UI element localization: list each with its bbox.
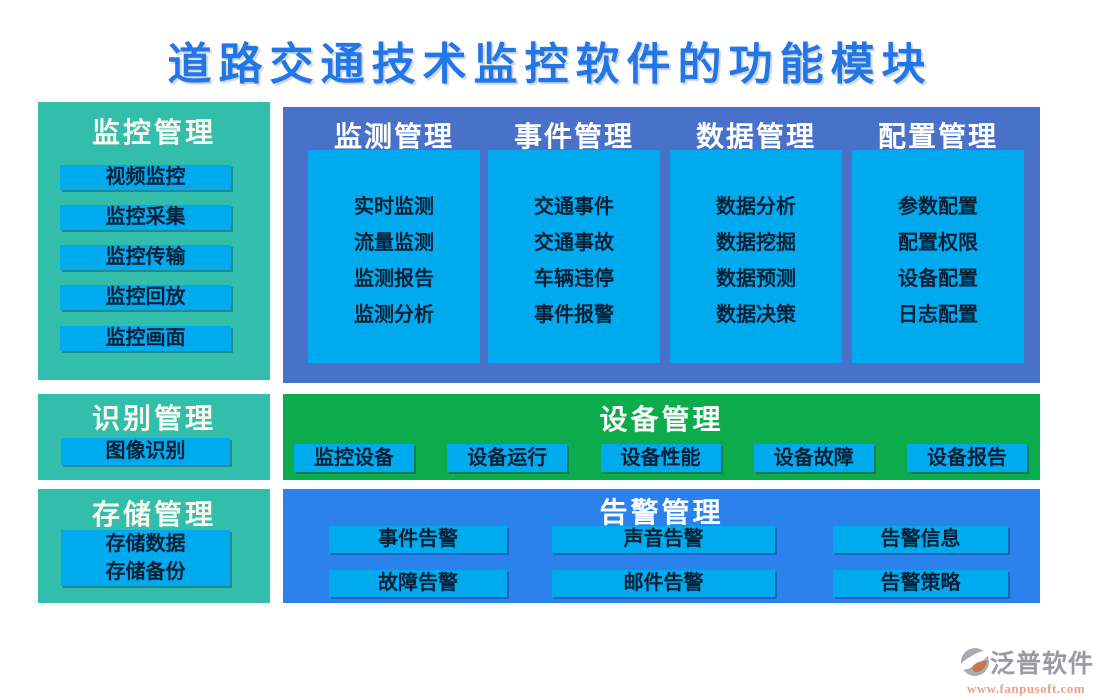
module-button-fault-alert[interactable]: 故障告警 xyxy=(329,570,507,597)
device-panel-header: 设备管理 xyxy=(599,405,724,436)
recognition-box-header: 识别管理 xyxy=(91,404,216,435)
vendor-logo-top: 泛普软件 xyxy=(960,644,1095,680)
module-button-sound-alert[interactable]: 声音告警 xyxy=(552,526,775,553)
module-button-monitor-transfer[interactable]: 监控传输 xyxy=(60,245,231,270)
module-item-traffic-accident[interactable]: 交通事故 xyxy=(534,232,614,254)
module-item-log-config[interactable]: 日志配置 xyxy=(898,304,978,326)
alarm-panel-header: 告警管理 xyxy=(599,498,724,529)
device-management-panel: 设备管理 监控设备 设备运行 设备性能 设备故障 设备报告 xyxy=(283,394,1040,480)
storage-box-header: 存储管理 xyxy=(91,500,216,531)
recognition-management-box: 识别管理 图像识别 xyxy=(38,394,270,480)
column-header-data: 数据管理 xyxy=(695,122,816,153)
module-item-data-analysis[interactable]: 数据分析 xyxy=(716,196,796,218)
detection-column: 实时监测 流量监测 监测报告 监测分析 xyxy=(308,150,480,363)
module-item-storage-backup[interactable]: 存储备份 xyxy=(105,561,186,583)
module-button-device-running[interactable]: 设备运行 xyxy=(447,444,568,472)
module-button-monitor-playback[interactable]: 监控回放 xyxy=(60,285,231,310)
module-button-mail-alert[interactable]: 邮件告警 xyxy=(552,570,775,597)
module-item-data-decision[interactable]: 数据决策 xyxy=(716,304,796,326)
config-column: 参数配置 配置权限 设备配置 日志配置 xyxy=(852,150,1024,363)
column-header-config: 配置管理 xyxy=(877,122,998,153)
column-header-detection: 监测管理 xyxy=(333,122,454,153)
module-item-storage-data[interactable]: 存储数据 xyxy=(105,533,186,555)
module-item-data-forecast[interactable]: 数据预测 xyxy=(716,268,796,290)
module-button-event-alert[interactable]: 事件告警 xyxy=(329,526,507,553)
page-title: 道路交通技术监控软件的功能模块 xyxy=(167,40,933,89)
module-item-traffic-event[interactable]: 交通事件 xyxy=(534,196,614,218)
column-header-event: 事件管理 xyxy=(513,122,634,153)
storage-management-box: 存储管理 存储数据 存储备份 xyxy=(38,489,270,603)
module-item-illegal-parking[interactable]: 车辆违停 xyxy=(534,268,614,290)
module-button-monitor-device[interactable]: 监控设备 xyxy=(294,444,414,472)
module-button-monitor-screen[interactable]: 监控画面 xyxy=(60,326,231,351)
module-item-detection-report[interactable]: 监测报告 xyxy=(354,268,434,290)
alarm-management-panel: 告警管理 事件告警 声音告警 告警信息 故障告警 邮件告警 告警策略 xyxy=(283,489,1040,603)
module-button-video-monitor[interactable]: 视频监控 xyxy=(60,165,231,190)
module-button-device-performance[interactable]: 设备性能 xyxy=(600,444,721,472)
module-button-device-report[interactable]: 设备报告 xyxy=(907,444,1027,472)
module-item-flow-detection[interactable]: 流量监测 xyxy=(354,232,434,254)
module-item-parameter-config[interactable]: 参数配置 xyxy=(898,196,978,218)
module-item-data-mining[interactable]: 数据挖掘 xyxy=(716,232,796,254)
module-item-detection-analysis[interactable]: 监测分析 xyxy=(354,304,434,326)
vendor-name: 泛普软件 xyxy=(990,651,1095,678)
main-module-panel: 监测管理 事件管理 数据管理 配置管理 实时监测 流量监测 监测报告 监测分析 … xyxy=(283,107,1040,383)
module-item-event-alarm[interactable]: 事件报警 xyxy=(534,304,614,326)
module-button-image-recognition[interactable]: 图像识别 xyxy=(61,438,230,465)
data-column: 数据分析 数据挖掘 数据预测 数据决策 xyxy=(670,150,842,363)
vendor-logo[interactable]: 泛普软件 www.fanpusoft.com xyxy=(960,644,1095,697)
monitor-box-header: 监控管理 xyxy=(91,118,216,149)
module-item-realtime-detection[interactable]: 实时监测 xyxy=(354,196,434,218)
module-item-device-config[interactable]: 设备配置 xyxy=(898,268,978,290)
event-column: 交通事件 交通事故 车辆违停 事件报警 xyxy=(488,150,660,363)
module-button-alert-info[interactable]: 告警信息 xyxy=(833,526,1008,553)
vendor-url[interactable]: www.fanpusoft.com xyxy=(966,681,1086,696)
monitor-management-box: 监控管理 视频监控 监控采集 监控传输 监控回放 监控画面 xyxy=(38,102,270,380)
storage-items-rect: 存储数据 存储备份 xyxy=(61,530,230,586)
module-button-monitor-capture[interactable]: 监控采集 xyxy=(60,205,231,230)
module-item-config-permission[interactable]: 配置权限 xyxy=(898,232,978,254)
module-button-alert-policy[interactable]: 告警策略 xyxy=(833,570,1008,597)
fanpu-logo-icon xyxy=(960,648,990,676)
module-button-device-fault[interactable]: 设备故障 xyxy=(753,444,874,472)
device-button-row: 监控设备 设备运行 设备性能 设备故障 设备报告 xyxy=(294,444,1027,472)
